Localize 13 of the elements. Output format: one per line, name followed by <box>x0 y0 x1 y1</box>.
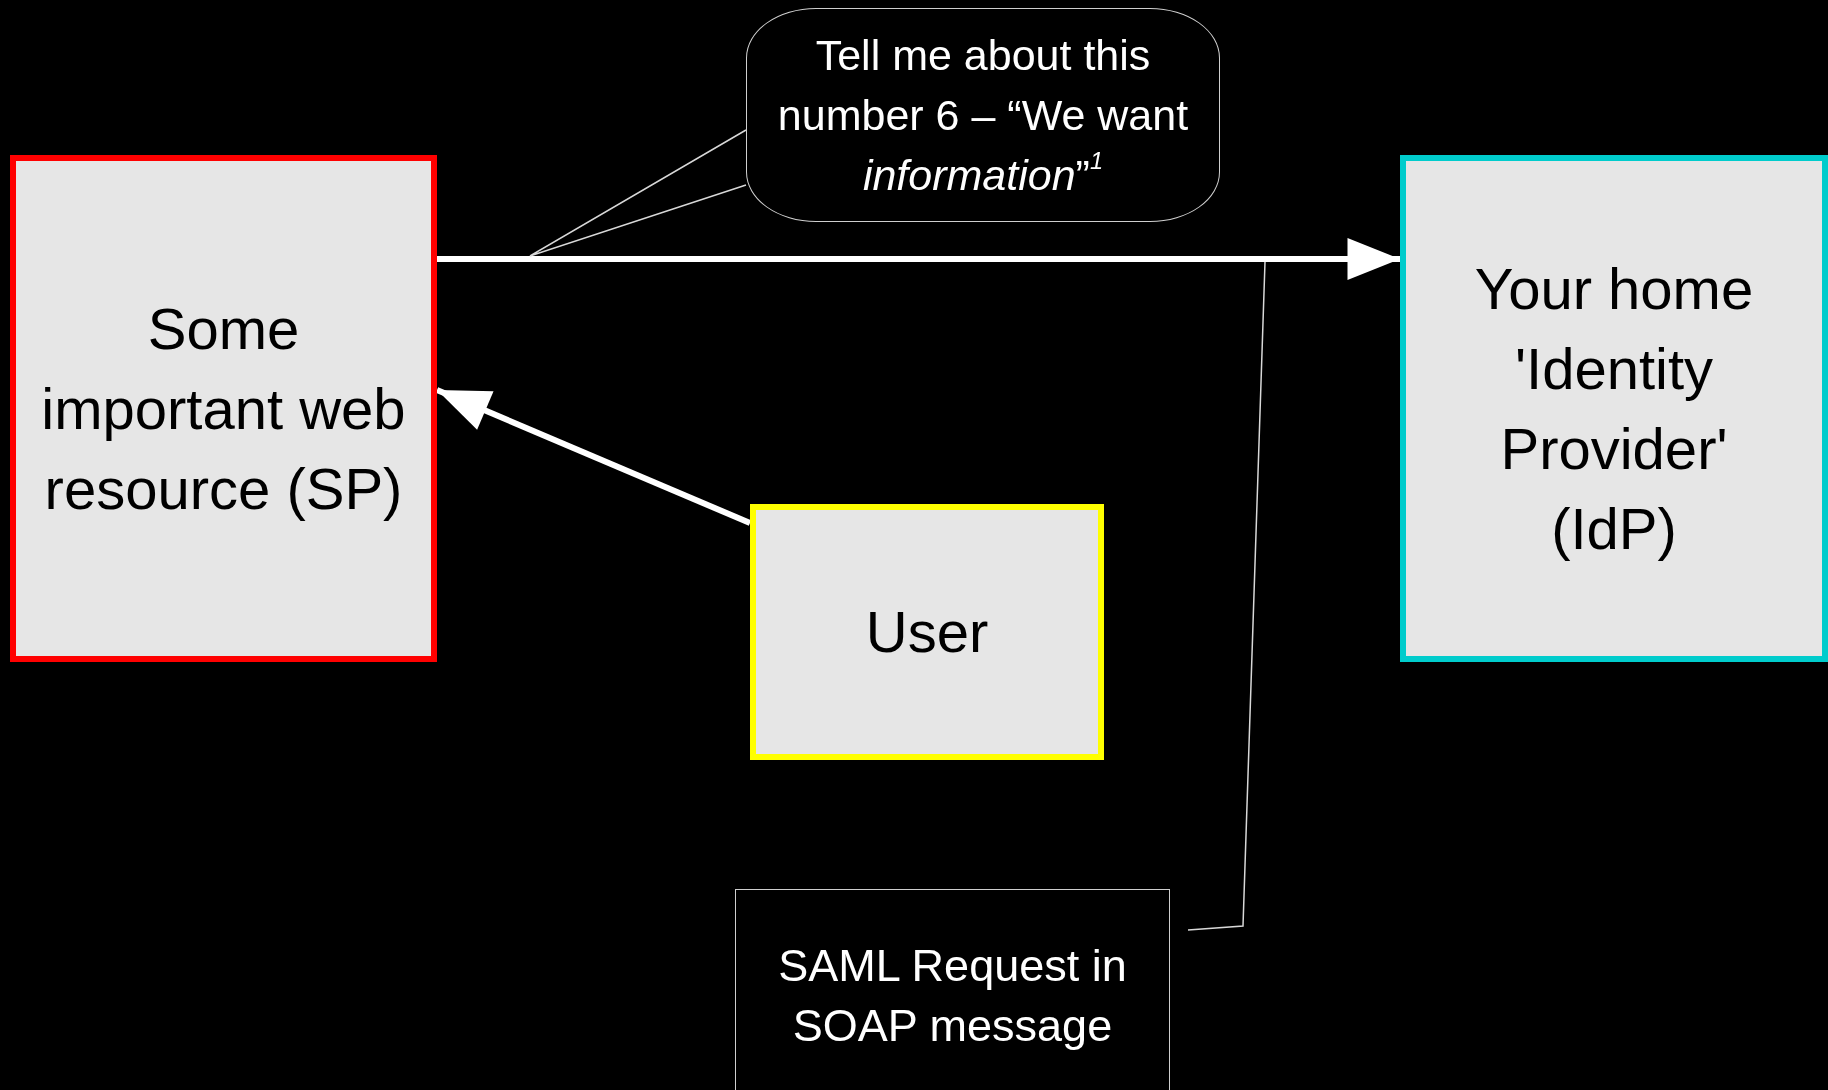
entity-box <box>750 504 1104 760</box>
entity-label: User <box>864 598 990 666</box>
entity-label: Your home 'Identity Provider' (IdP) <box>1473 254 1755 563</box>
arrow <box>437 238 1400 280</box>
leader-line <box>1187 261 1266 931</box>
note-box <box>735 889 1170 1090</box>
speech-bubble <box>746 8 1220 222</box>
entity-box <box>1400 155 1828 662</box>
bubble-text: Tell me about this number 6 – “We want information”$^{1}$ <box>776 30 1190 201</box>
leader-line <box>529 129 747 257</box>
entity-box <box>10 155 437 662</box>
entity-label: Some important web resource (SP) <box>40 294 407 523</box>
note-text: SAML Request in SOAP message <box>777 939 1128 1053</box>
